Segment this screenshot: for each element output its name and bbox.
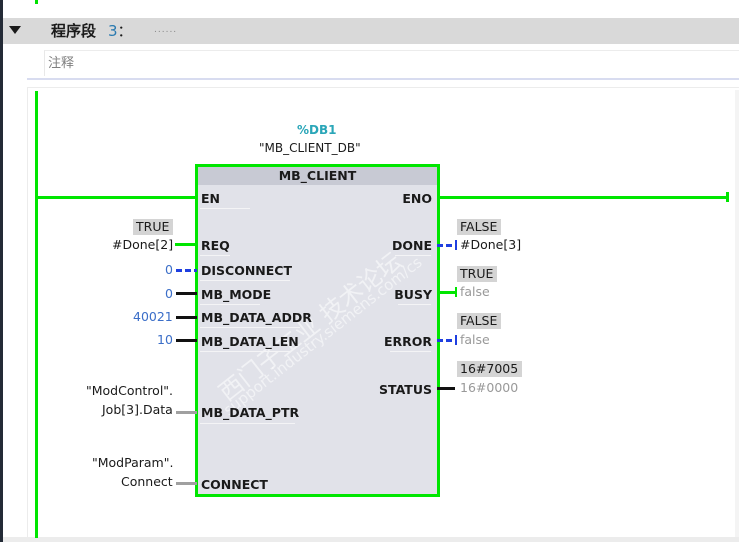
req-actual-parameter[interactable]: #Done[2] xyxy=(112,237,174,252)
mb-data-ptr-actual-line1[interactable]: "ModControl". xyxy=(86,383,174,398)
mb-client-block[interactable] xyxy=(195,164,440,497)
status-monitor-value: 16#7005 xyxy=(457,361,523,377)
pin-connect: CONNECT xyxy=(201,477,268,492)
pin-eno: ENO xyxy=(402,191,432,206)
pin-mb-data-addr: MB_DATA_ADDR xyxy=(201,310,312,325)
error-actual-parameter[interactable]: false xyxy=(460,332,490,347)
mb-data-addr-actual-parameter[interactable]: 40021 xyxy=(133,309,173,324)
eno-connection-wire xyxy=(437,196,728,199)
block-title-bar xyxy=(198,167,437,185)
pin-separator xyxy=(398,304,431,305)
network-title-input[interactable]: ...... xyxy=(154,25,178,35)
pin-en: EN xyxy=(201,191,221,206)
mb-data-len-wire xyxy=(176,339,197,342)
mb-data-addr-wire xyxy=(176,316,197,319)
window-edge xyxy=(0,0,3,542)
instance-db-symbol[interactable]: "MB_CLIENT_DB" xyxy=(259,141,361,155)
mb-data-ptr-wire xyxy=(176,411,197,414)
ladder-canvas[interactable] xyxy=(27,87,739,539)
network-number-value: 3 xyxy=(108,22,118,40)
comment-divider xyxy=(27,78,739,80)
pin-separator xyxy=(200,423,295,424)
mb-data-ptr-actual-line2[interactable]: Job[3].Data xyxy=(102,402,173,417)
pin-separator xyxy=(200,280,290,281)
error-wire xyxy=(437,339,455,342)
disconnect-wire xyxy=(176,269,197,272)
connect-actual-line2[interactable]: Connect xyxy=(121,474,173,489)
left-power-rail xyxy=(35,91,38,538)
error-wire-endcap xyxy=(455,335,457,345)
pin-separator xyxy=(390,351,431,352)
pin-status: STATUS xyxy=(379,382,432,397)
mb-mode-wire xyxy=(176,292,197,295)
scrollbar-track[interactable] xyxy=(735,90,739,537)
pin-separator xyxy=(200,304,260,305)
connect-wire xyxy=(176,482,197,485)
eno-wire-endcap xyxy=(726,192,729,202)
pin-mb-mode: MB_MODE xyxy=(201,287,272,302)
previous-network-rail xyxy=(35,0,38,4)
network-number-separator: ： xyxy=(117,22,133,40)
status-actual-parameter[interactable]: 16#0000 xyxy=(460,380,519,395)
network-title: 程序段 xyxy=(51,22,97,40)
horizontal-scrollbar[interactable] xyxy=(3,537,739,542)
pin-separator xyxy=(200,255,230,256)
pin-error: ERROR xyxy=(383,334,432,349)
done-actual-parameter[interactable]: #Done[3] xyxy=(460,237,522,252)
en-connection-wire xyxy=(35,196,197,199)
busy-actual-parameter[interactable]: false xyxy=(460,284,490,299)
busy-monitor-value: TRUE xyxy=(457,266,498,282)
pin-mb-data-ptr: MB_DATA_PTR xyxy=(201,405,300,420)
done-wire-endcap xyxy=(455,240,457,250)
instance-db-number[interactable]: %DB1 xyxy=(297,123,337,137)
disconnect-actual-parameter[interactable]: 0 xyxy=(165,262,173,277)
pin-separator xyxy=(395,255,431,256)
done-monitor-value: FALSE xyxy=(457,219,502,235)
busy-wire xyxy=(437,291,455,294)
busy-wire-endcap xyxy=(455,287,457,297)
error-monitor-value: FALSE xyxy=(457,313,502,329)
pin-mb-data-len: MB_DATA_LEN xyxy=(201,334,299,349)
pin-separator xyxy=(200,208,250,209)
pin-req: REQ xyxy=(201,238,230,253)
pin-done: DONE xyxy=(391,238,432,253)
pin-busy: BUSY xyxy=(394,287,432,302)
network-number: 3： xyxy=(108,20,133,41)
pin-separator xyxy=(200,351,290,352)
collapse-triangle-icon[interactable] xyxy=(9,26,21,34)
block-type-name: MB_CLIENT xyxy=(278,168,357,183)
network-comment-text[interactable]: 注释 xyxy=(48,56,75,71)
req-monitor-value: TRUE xyxy=(133,219,174,235)
req-wire xyxy=(175,243,197,246)
network-header[interactable] xyxy=(3,18,739,44)
done-wire xyxy=(437,244,455,247)
status-wire xyxy=(437,387,455,390)
mb-mode-actual-parameter[interactable]: 0 xyxy=(165,286,173,301)
pin-separator xyxy=(200,327,300,328)
connect-actual-line1[interactable]: "ModParam". xyxy=(92,455,174,470)
mb-data-len-actual-parameter[interactable]: 10 xyxy=(157,332,173,347)
network-comment-field[interactable] xyxy=(44,50,739,76)
pin-disconnect: DISCONNECT xyxy=(201,263,292,278)
